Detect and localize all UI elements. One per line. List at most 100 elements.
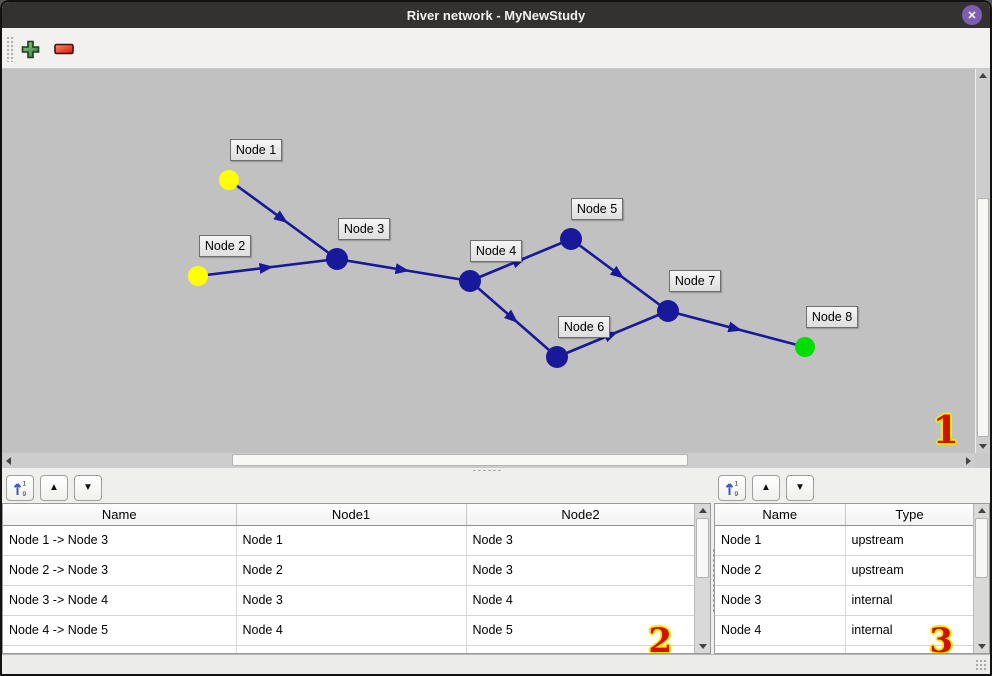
- table-cell[interactable]: Node 2: [236, 555, 467, 586]
- add-node-button[interactable]: [18, 37, 42, 61]
- river-edge[interactable]: [667, 309, 806, 349]
- node-label[interactable]: Node 3: [338, 218, 390, 240]
- table-cell[interactable]: Node 2: [715, 555, 846, 586]
- river-node[interactable]: [560, 228, 582, 250]
- river-node[interactable]: [326, 248, 348, 270]
- connections-table-scrollbar[interactable]: [694, 504, 710, 653]
- close-icon[interactable]: ✕: [962, 5, 982, 25]
- node-label[interactable]: Node 2: [199, 235, 251, 257]
- river-edge[interactable]: [570, 237, 669, 313]
- move-down-button[interactable]: ▼: [786, 474, 814, 501]
- river-edge[interactable]: [336, 257, 471, 283]
- node-label[interactable]: Node 8: [806, 306, 858, 328]
- river-node[interactable]: [219, 170, 239, 190]
- table-cell[interactable]: Node 4: [715, 615, 846, 646]
- table-cell[interactable]: Node 5: [466, 615, 696, 646]
- title-bar[interactable]: River network - MyNewStudy ✕: [2, 2, 990, 28]
- canvas-hscroll-thumb[interactable]: [232, 454, 688, 466]
- table-cell[interactable]: Node 4: [236, 615, 467, 646]
- sort-button[interactable]: 1 9: [6, 474, 34, 501]
- move-up-button[interactable]: ▲: [752, 474, 780, 501]
- column-header[interactable]: Node2: [466, 504, 696, 526]
- scrollbar-corner: [975, 453, 990, 468]
- column-header[interactable]: Name: [3, 504, 237, 526]
- river-node[interactable]: [657, 300, 679, 322]
- table-cell[interactable]: Node 1: [236, 525, 467, 556]
- table-cell[interactable]: Node 4: [466, 585, 696, 616]
- node-label[interactable]: Node 5: [571, 198, 623, 220]
- node-label[interactable]: Node 7: [669, 270, 721, 292]
- table-scroll-thumb[interactable]: [975, 518, 988, 578]
- river-node[interactable]: [459, 270, 481, 292]
- table-cell[interactable]: Node 3: [466, 555, 696, 586]
- table-cell[interactable]: Node 1 -> Node 3: [3, 525, 237, 556]
- scroll-right-icon[interactable]: [962, 453, 975, 468]
- river-edge[interactable]: [469, 280, 558, 358]
- node-label[interactable]: Node 4: [470, 240, 522, 262]
- svg-text:1: 1: [23, 480, 27, 487]
- canvas-vscroll-thumb[interactable]: [977, 198, 989, 437]
- svg-text:9: 9: [735, 491, 739, 497]
- table-cell[interactable]: upstream: [845, 525, 975, 556]
- table-cell[interactable]: Node 3: [466, 525, 696, 556]
- status-bar: [2, 654, 990, 674]
- river-node[interactable]: [188, 266, 208, 286]
- table-cell[interactable]: Node 3: [236, 585, 467, 616]
- svg-text:9: 9: [23, 491, 27, 497]
- river-edge[interactable]: [556, 309, 669, 359]
- river-node[interactable]: [546, 346, 568, 368]
- column-header[interactable]: Node1: [236, 504, 467, 526]
- sort-button[interactable]: 1 9: [718, 474, 746, 501]
- toolbar-grip-handle[interactable]: [6, 36, 14, 62]
- move-up-button[interactable]: ▲: [40, 474, 68, 501]
- table-cell[interactable]: Node 1: [715, 525, 846, 556]
- annotation-number-3: 3: [929, 621, 953, 654]
- horizontal-splitter[interactable]: [2, 468, 990, 472]
- node-types-table-scrollbar[interactable]: [973, 504, 989, 653]
- node-label[interactable]: Node 6: [558, 316, 610, 338]
- resize-grip-icon[interactable]: [975, 659, 987, 671]
- table-cell[interactable]: Node 4 -> Node 5: [3, 615, 237, 646]
- scroll-up-icon[interactable]: [695, 504, 710, 517]
- table-cell[interactable]: internal: [845, 615, 975, 646]
- move-down-button[interactable]: ▼: [74, 474, 102, 501]
- canvas-horizontal-scrollbar[interactable]: [2, 453, 975, 468]
- scroll-up-icon[interactable]: [974, 504, 989, 517]
- table-cell[interactable]: upstream: [845, 555, 975, 586]
- river-edge[interactable]: [228, 178, 338, 261]
- table-scroll-thumb[interactable]: [696, 518, 709, 578]
- table-cell[interactable]: Node 3: [715, 585, 846, 616]
- table-cell[interactable]: Node 3 -> Node 4: [3, 585, 237, 616]
- scroll-up-icon[interactable]: [976, 69, 990, 82]
- scroll-down-icon[interactable]: [974, 640, 989, 653]
- table-cell[interactable]: Node 2 -> Node 3: [3, 555, 237, 586]
- svg-text:1: 1: [735, 480, 739, 487]
- scroll-down-icon[interactable]: [976, 440, 990, 453]
- scroll-down-icon[interactable]: [695, 640, 710, 653]
- node-label[interactable]: Node 1: [230, 139, 282, 161]
- table-cell[interactable]: internal: [845, 585, 975, 616]
- canvas-vertical-scrollbar[interactable]: [976, 69, 990, 453]
- river-edge[interactable]: [197, 257, 338, 278]
- remove-node-button[interactable]: [52, 37, 76, 61]
- column-header[interactable]: Name: [715, 504, 846, 526]
- scroll-left-icon[interactable]: [2, 453, 15, 468]
- river-node[interactable]: [795, 337, 815, 357]
- annotation-number-2: 2: [648, 621, 672, 654]
- column-header[interactable]: Type: [845, 504, 975, 526]
